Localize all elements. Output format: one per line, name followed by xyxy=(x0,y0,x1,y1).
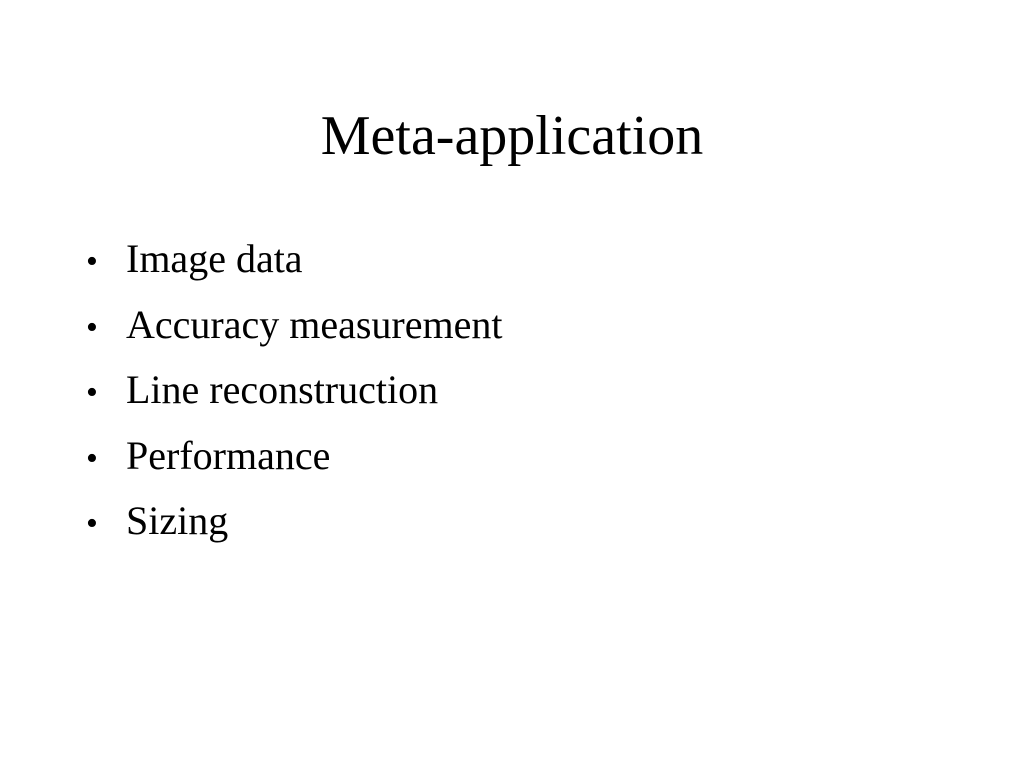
list-item: • Image data xyxy=(86,226,502,292)
bullet-text-accuracy-measurement: Accuracy measurement xyxy=(126,301,503,347)
list-item: • Performance xyxy=(86,423,502,489)
bullet-icon: • xyxy=(86,243,98,280)
bullet-list: • Image data • Accuracy measurement • Li… xyxy=(86,226,502,554)
bullet-icon: • xyxy=(86,308,98,346)
bullet-text-image-data: Image data xyxy=(126,236,303,281)
list-item: • Sizing xyxy=(86,488,502,554)
slide-title: Meta-application xyxy=(320,105,704,167)
list-item: • Line reconstruction xyxy=(86,357,502,423)
bullet-text-sizing: Sizing xyxy=(126,498,229,543)
bullet-text-performance: Performance xyxy=(126,432,331,478)
bullet-icon: • xyxy=(86,439,98,477)
bullet-icon: • xyxy=(86,505,98,542)
list-item: • Accuracy measurement xyxy=(86,292,502,358)
bullet-icon: • xyxy=(86,374,98,411)
bullet-text-line-reconstruction: Line reconstruction xyxy=(126,367,439,412)
